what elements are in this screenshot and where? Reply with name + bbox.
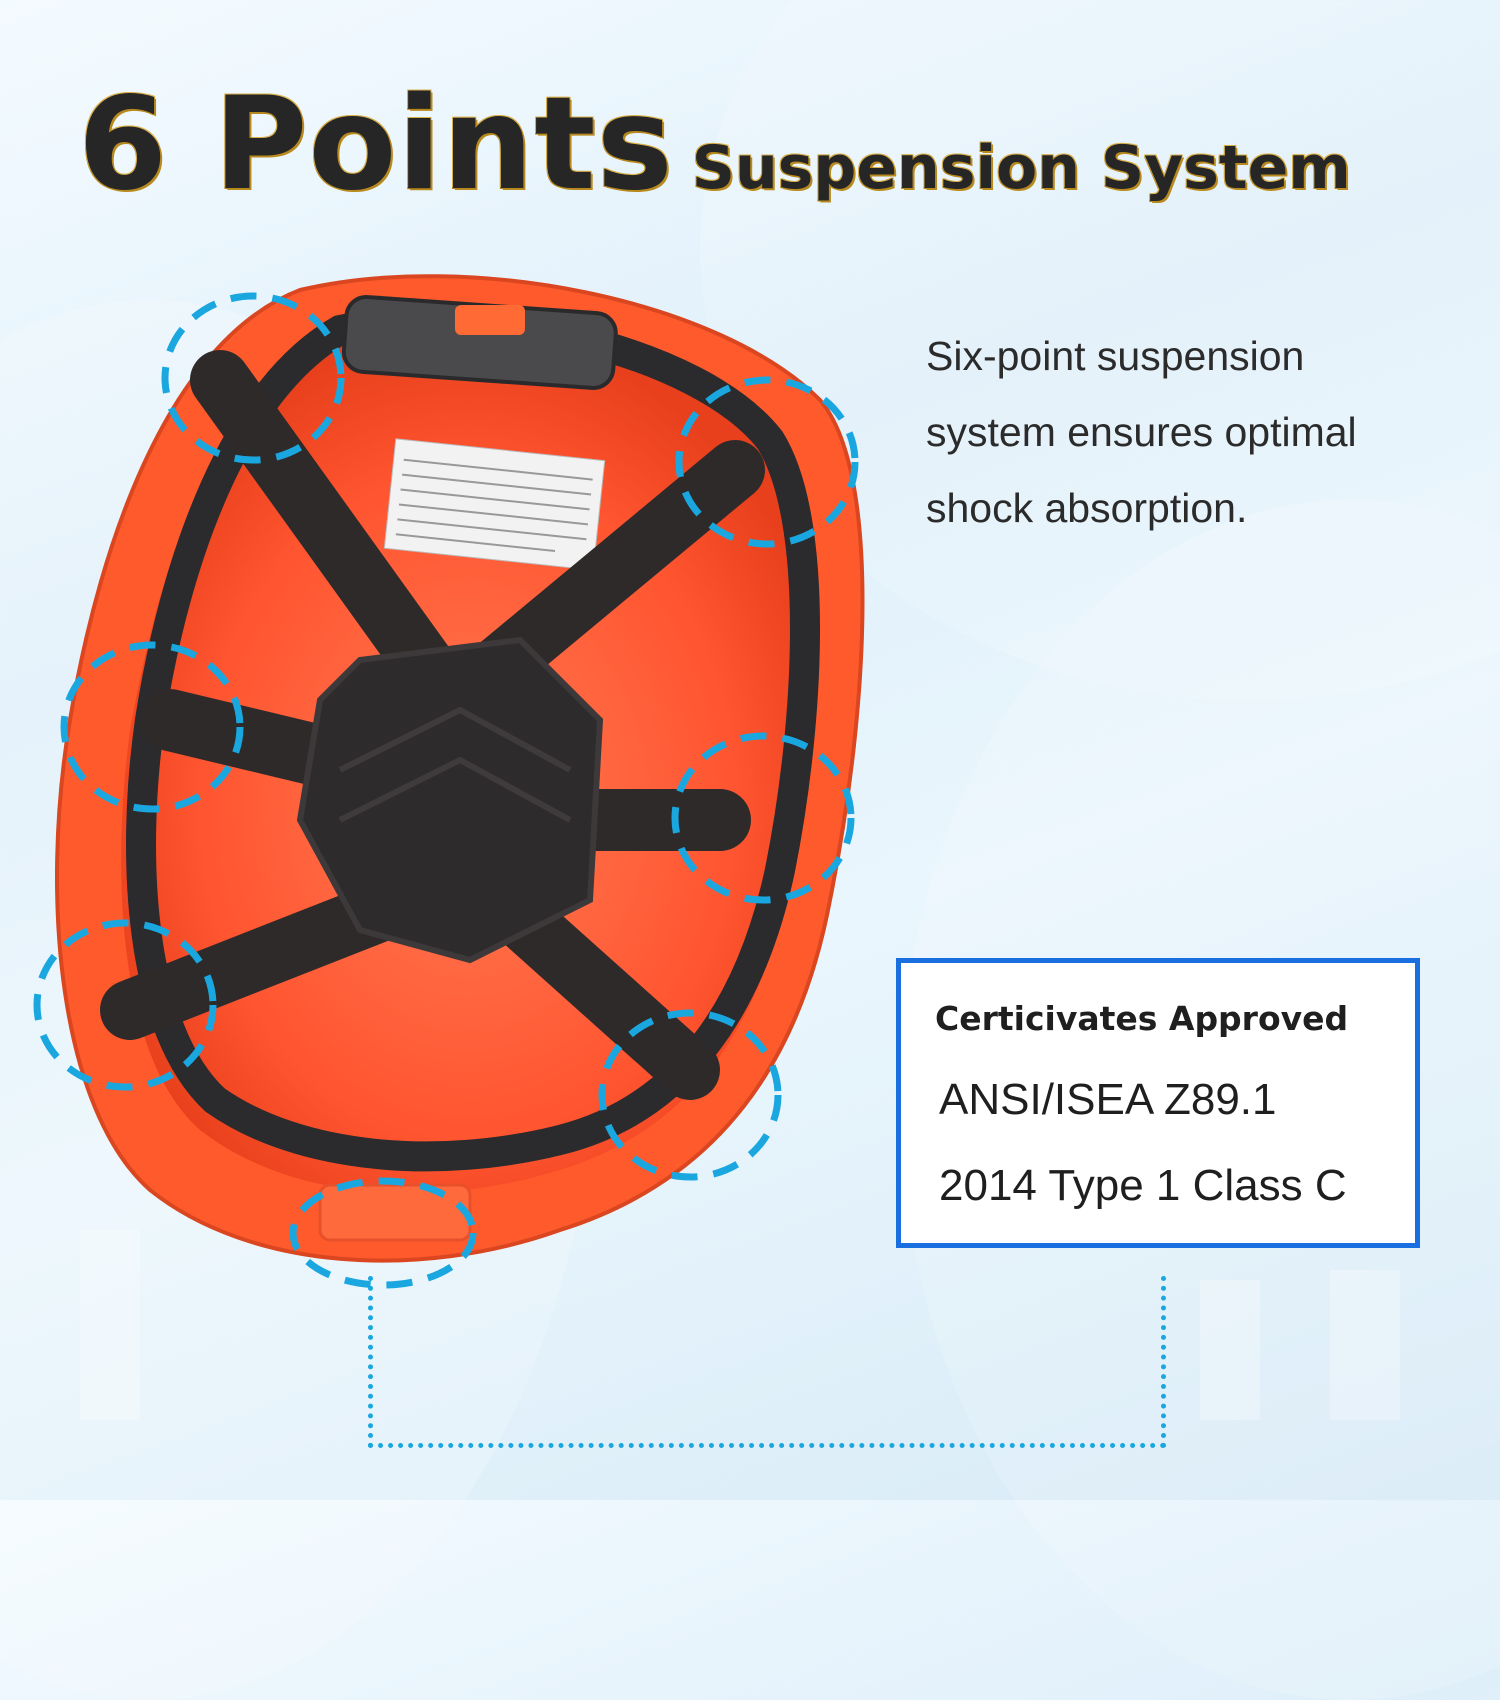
suspension-point-1-icon [161,292,345,464]
certificate-heading: Certicivates Approved [935,999,1349,1038]
title-main: 6 Points [78,70,674,219]
watermark-shapes [0,0,1500,1500]
certificate-box: Certicivates Approved ANSI/ISEA Z89.1 20… [896,958,1420,1248]
description-line-2: system ensures optimal [926,409,1357,455]
suspension-point-6-icon [598,1009,782,1181]
rim-marker-icon [289,1177,477,1289]
warning-label [383,438,606,571]
strap-front-left [190,350,480,730]
description-line-3: shock absorption. [926,485,1248,531]
crown-pad [296,636,604,964]
certificate-standard: ANSI/ISEA Z89.1 [939,1075,1277,1124]
ratchet-knob [455,305,525,335]
helmet-illustration [33,274,865,1289]
suspension-point-4-icon [671,732,855,904]
rim-tab [318,1183,472,1242]
description: Six-point suspension system ensures opti… [926,318,1426,546]
suspension-point-2-icon [675,376,859,548]
suspension-point-3-icon [60,641,244,813]
description-line-1: Six-point suspension [926,333,1305,379]
title-sub: Suspension System [691,133,1351,203]
dotted-connector [368,1276,1166,1448]
suspension-point-5-icon [33,919,217,1091]
certificate-type-class: 2014 Type 1 Class C [939,1161,1347,1210]
